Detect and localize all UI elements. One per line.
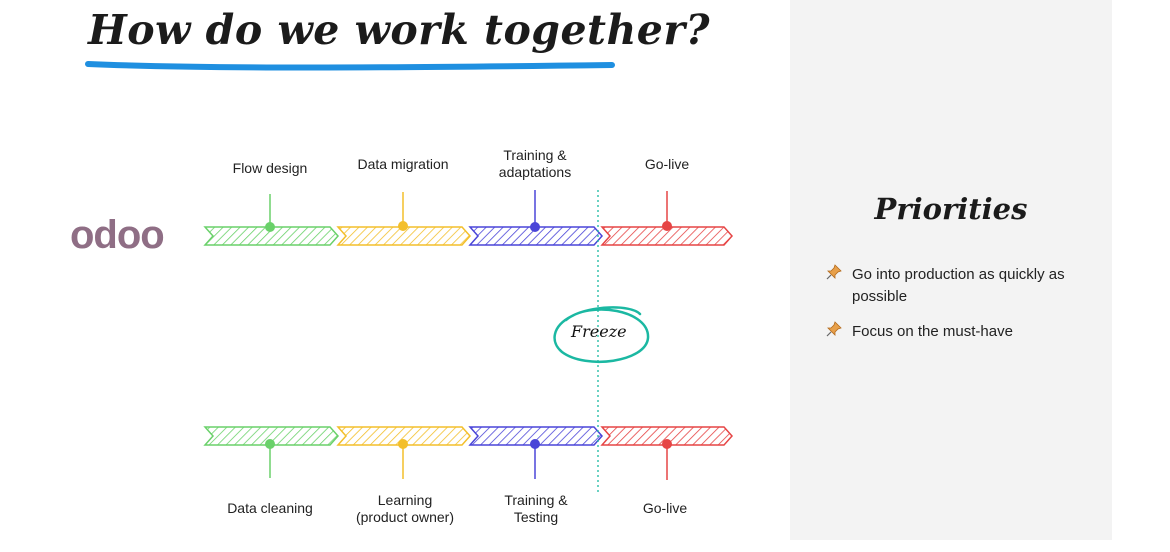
bottom-arrow-training-testing <box>468 426 604 446</box>
bottom-milestone-1 <box>265 439 275 478</box>
top-arrow-go-live <box>600 226 734 246</box>
bottom-label-training-testing: Training & Testing <box>504 492 568 525</box>
top-milestone-1 <box>265 194 275 232</box>
list-item: Go into production as quickly as possibl… <box>826 264 1106 308</box>
priorities-list: Go into production as quickly as possibl… <box>826 264 1106 356</box>
top-milestone-3 <box>530 190 540 232</box>
top-label-go-live: Go-live <box>644 156 690 172</box>
top-milestone-2 <box>398 192 408 231</box>
priority-text: Go into production as quickly as possibl… <box>852 266 1065 305</box>
bottom-milestone-3 <box>530 439 540 479</box>
bottom-label-learning: Learning (product owner) <box>355 492 455 525</box>
bottom-arrow-learning <box>336 426 472 446</box>
top-label-data-migration: Data migration <box>357 156 449 172</box>
priority-text: Focus on the must-have <box>852 323 1013 340</box>
top-label-training: Training & adaptations <box>498 147 572 180</box>
slide-title: How do we work together? <box>88 6 711 54</box>
slide-main: How do we work together? odoo <box>70 6 734 525</box>
list-item: Focus on the must-have <box>826 321 1106 343</box>
title-underline <box>85 61 615 71</box>
bottom-milestone-2 <box>398 439 408 479</box>
bottom-label-data-cleaning: Data cleaning <box>227 500 313 516</box>
top-label-flow-design: Flow design <box>232 160 308 176</box>
pushpin-icon <box>826 264 852 285</box>
bottom-label-go-live: Go-live <box>642 500 688 516</box>
top-arrow-data-migration <box>336 226 472 246</box>
priorities-panel: Priorities Go into production as quickly… <box>790 0 1112 540</box>
bottom-arrow-data-cleaning <box>203 426 340 446</box>
timeline-diagram <box>203 190 734 495</box>
odoo-logo: odoo <box>70 213 165 257</box>
top-arrow-training <box>468 226 604 246</box>
pushpin-icon <box>826 321 852 342</box>
top-arrow-flow-design <box>203 226 340 246</box>
top-milestone-4 <box>662 191 672 231</box>
priorities-title: Priorities <box>874 192 1028 226</box>
freeze-circle <box>553 306 650 364</box>
bottom-milestone-4 <box>662 439 672 480</box>
bottom-arrow-go-live <box>600 426 734 446</box>
freeze-label: Freeze <box>571 322 627 341</box>
